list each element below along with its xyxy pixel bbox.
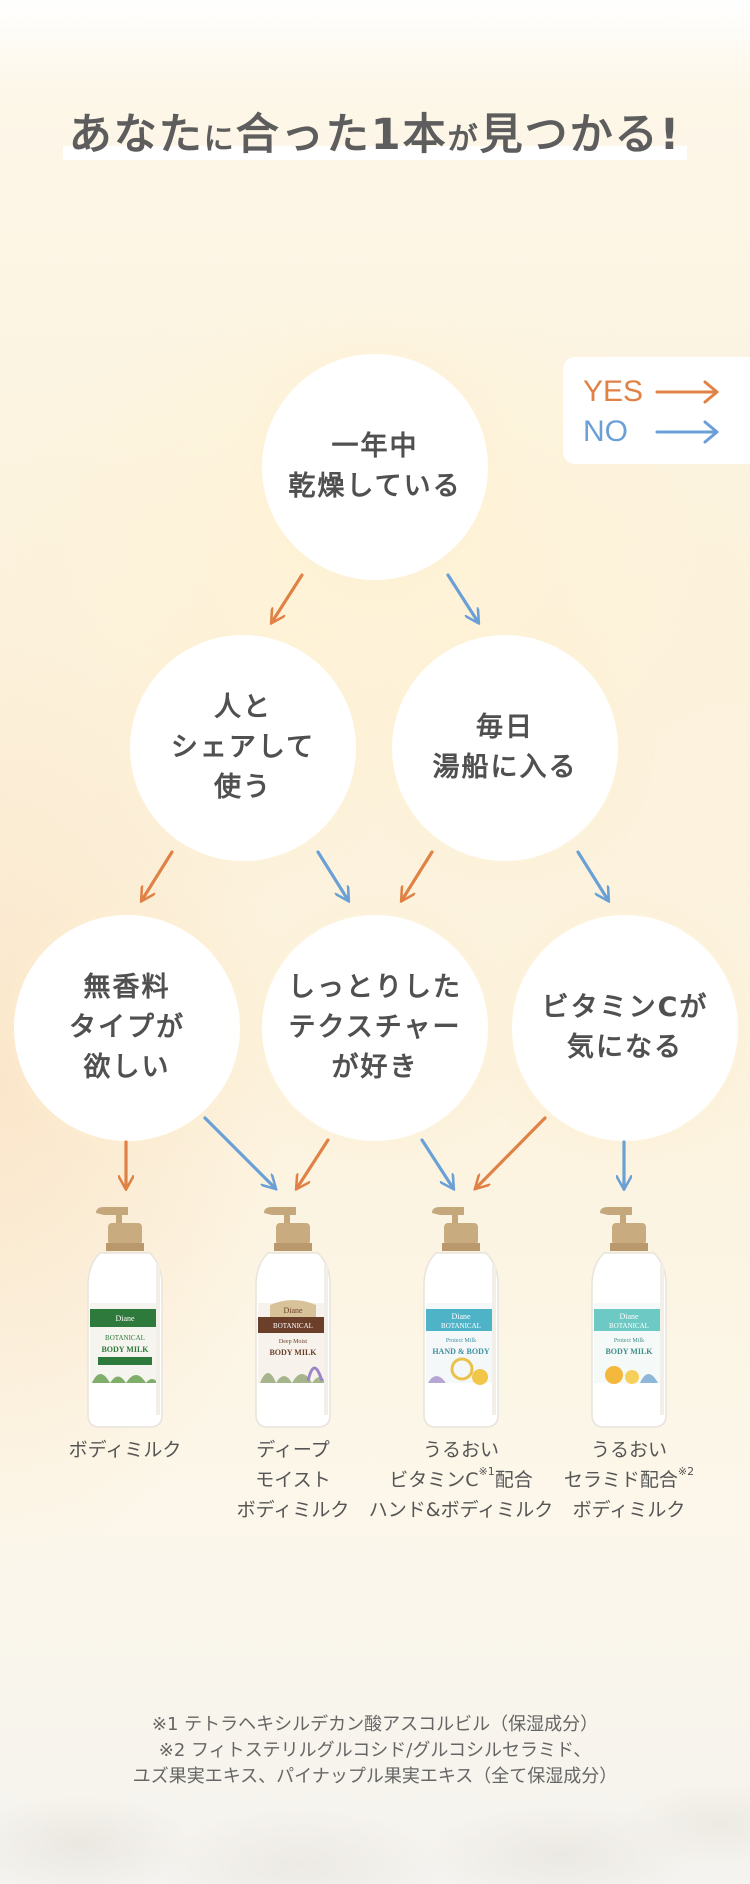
- product2-line1: ディープ: [256, 1439, 330, 1461]
- footnote-3: ユズ果実エキス、パイナップル果実エキス（全て保湿成分）: [132, 1766, 618, 1787]
- svg-text:BOTANICAL: BOTANICAL: [609, 1322, 649, 1330]
- arrow-q1-yes: [272, 573, 304, 622]
- product2-line3: ボディミルク: [236, 1499, 350, 1521]
- product4-line1: うるおい: [590, 1439, 667, 1461]
- arrow-q5-yes: [297, 1138, 330, 1188]
- svg-text:HAND & BODY: HAND & BODY: [432, 1347, 490, 1356]
- q5-line3: が好き: [331, 1052, 419, 1083]
- question-moist-texture: しっとりしたテクスチャーが好き: [262, 915, 488, 1141]
- product-name-vitamin-c: うるおい ビタミンC※1配合 ハンド&ボディミルク: [361, 1435, 561, 1525]
- q1-line2: 乾燥している: [288, 471, 462, 502]
- q6-line1: ビタミンCが: [541, 992, 709, 1023]
- product4-note-ref: ※2: [677, 1465, 695, 1478]
- footnote-2: ※2 フィトステリルグルコシド/グルコシルセラミド、: [158, 1740, 592, 1761]
- title-part6: 見つかる: [479, 110, 660, 160]
- question-share-with-others: 人とシェアして使う: [130, 635, 356, 861]
- arrow-q3-yes: [402, 850, 434, 900]
- product3-line3: ハンド&ボディミルク: [368, 1499, 554, 1521]
- svg-text:BOTANICAL: BOTANICAL: [105, 1334, 145, 1342]
- svg-text:BODY MILK: BODY MILK: [269, 1348, 317, 1357]
- q2-line1: 人と: [213, 692, 272, 723]
- product3-line2a: ビタミンC: [389, 1469, 479, 1491]
- q6-line2: 気になる: [566, 1032, 683, 1063]
- arrow-q3-no: [576, 850, 608, 900]
- product3-note-ref: ※1: [478, 1465, 495, 1478]
- no-arrow-icon: [655, 420, 719, 444]
- question-daily-bath: 毎日湯船に入る: [392, 635, 618, 861]
- legend-yes: YES: [583, 372, 721, 412]
- yes-arrow-icon: [655, 380, 719, 404]
- arrow-q6-yes: [476, 1116, 547, 1188]
- q2-line3: 使う: [213, 772, 272, 803]
- product4-line2a: セラミド配合: [563, 1469, 678, 1491]
- q5-line2: テクスチャー: [288, 1012, 462, 1043]
- svg-text:Protect Milk: Protect Milk: [446, 1338, 476, 1344]
- product-bottle-ceramide: Diane BOTANICAL Protect Milk BODY MILK: [591, 1207, 667, 1428]
- svg-text:BODY MILK: BODY MILK: [101, 1345, 149, 1354]
- title-part2: に: [203, 122, 236, 157]
- q4-line3: 欲しい: [83, 1052, 171, 1083]
- product3-line1: うるおい: [422, 1439, 499, 1461]
- svg-text:Deep Moist: Deep Moist: [279, 1339, 307, 1345]
- arrow-q2-no: [316, 850, 348, 900]
- legend-yes-label: YES: [583, 375, 644, 408]
- q4-line1: 無香料: [83, 972, 171, 1003]
- q2-line2: シェアして: [170, 732, 316, 763]
- q3-line2: 湯船に入る: [432, 752, 578, 783]
- legend-no: NO: [583, 412, 721, 452]
- arrow-q4-no: [203, 1116, 275, 1188]
- question-dry-all-year: 一年中乾燥している: [262, 354, 488, 580]
- bottom-fog-decoration: [0, 1624, 750, 1884]
- svg-text:BOTANICAL: BOTANICAL: [273, 1322, 313, 1330]
- svg-text:Protect Milk: Protect Milk: [614, 1338, 644, 1344]
- svg-text:Diane: Diane: [619, 1312, 639, 1321]
- svg-text:BOTANICAL: BOTANICAL: [441, 1322, 481, 1330]
- title-part5: が: [447, 122, 480, 157]
- arrow-q1-no: [446, 573, 478, 622]
- product1-line1: ボディミルク: [68, 1439, 182, 1461]
- product3-line2b: 配合: [494, 1469, 533, 1491]
- footnotes: ※1 テトラヘキシルデカン酸アスコルビル（保湿成分） ※2 フィトステリルグルコ…: [0, 1712, 750, 1790]
- page-title: あなたに合った1本が見つかる!: [0, 100, 750, 162]
- product-name-deep-moist: ディープ モイスト ボディミルク: [193, 1435, 393, 1525]
- q3-line1: 毎日: [476, 712, 534, 743]
- svg-text:Diane: Diane: [451, 1312, 471, 1321]
- arrow-q2-yes: [142, 850, 174, 900]
- product-name-body-milk: ボディミルク: [25, 1435, 225, 1465]
- product-bottle-vitamin-c-hand-body: Diane BOTANICAL Protect Milk HAND & BODY: [423, 1207, 499, 1428]
- arrow-q5-no: [420, 1138, 453, 1188]
- svg-text:BODY MILK: BODY MILK: [605, 1347, 653, 1356]
- q4-line2: タイプが: [69, 1012, 185, 1043]
- product2-line2: モイスト: [255, 1469, 331, 1491]
- legend-no-label: NO: [583, 415, 628, 448]
- svg-text:Diane: Diane: [283, 1306, 303, 1315]
- product-bottle-deep-moist: Diane BOTANICAL Deep Moist BODY MILK: [255, 1207, 331, 1428]
- legend: YES NO: [563, 357, 750, 464]
- footnote-1: ※1 テトラヘキシルデカン酸アスコルビル（保湿成分）: [151, 1714, 599, 1735]
- title-part4: 1本: [370, 110, 448, 160]
- q5-line1: しっとりした: [288, 972, 462, 1003]
- product4-line3: ボディミルク: [572, 1499, 686, 1521]
- question-vitamin-c: ビタミンCが気になる: [512, 915, 738, 1141]
- product-name-ceramide: うるおい セラミド配合※2 ボディミルク: [529, 1435, 729, 1525]
- svg-text:Diane: Diane: [115, 1314, 135, 1323]
- question-unscented: 無香料タイプが欲しい: [14, 915, 240, 1141]
- title-part1: あなた: [68, 110, 204, 160]
- title-part3: 合った: [235, 110, 371, 160]
- title-part7: !: [659, 110, 682, 160]
- product-bottle-body-milk: Diane BOTANICAL BODY MILK: [87, 1207, 163, 1428]
- q1-line1: 一年中: [331, 431, 419, 462]
